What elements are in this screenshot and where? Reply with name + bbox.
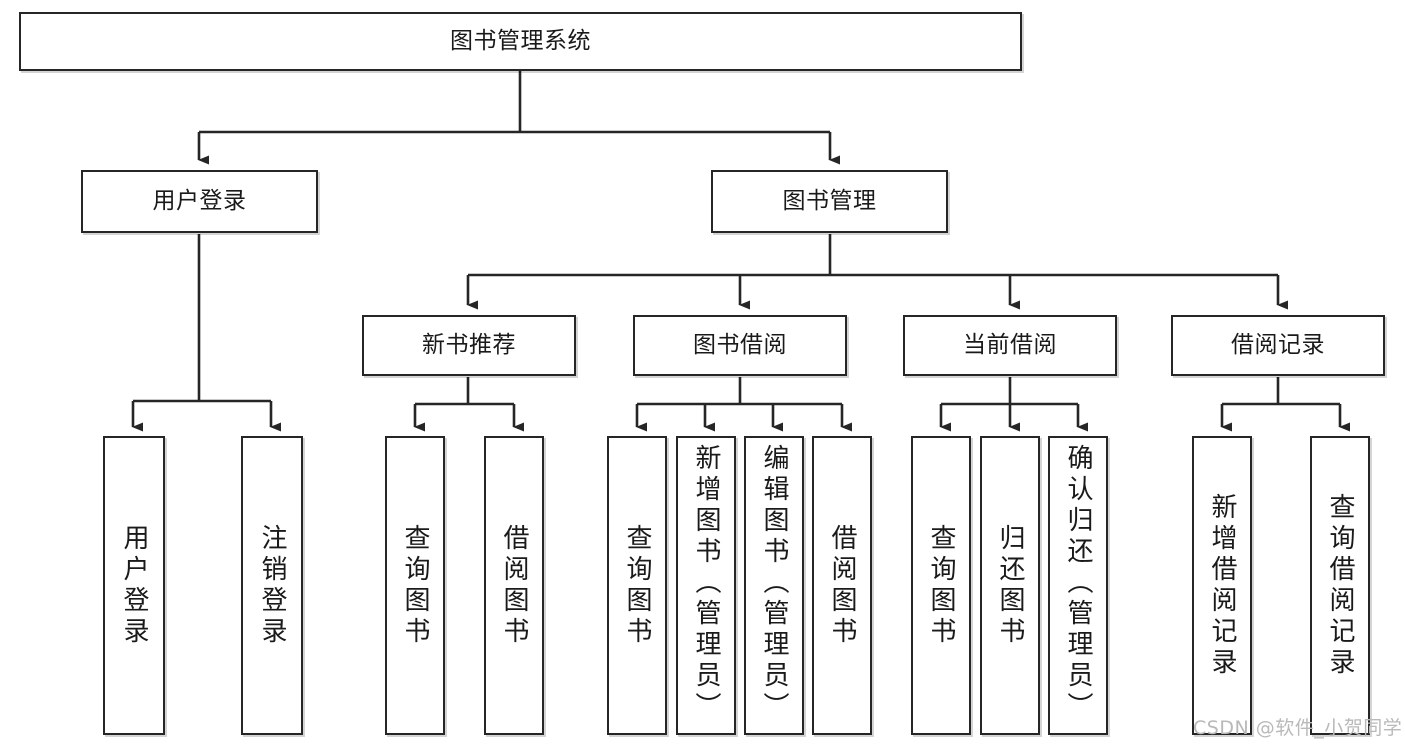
node-label: 确认归还（管理员） xyxy=(1063,444,1093,723)
node-label: 查询图书 xyxy=(400,523,430,648)
node-label: 用户登录 xyxy=(152,187,247,214)
node-label: 查询图书 xyxy=(622,523,652,648)
leaf-query-book-recommend[interactable]: 查询图书 xyxy=(385,436,445,735)
leaf-add-book-admin[interactable]: 新增图书（管理员） xyxy=(676,436,736,735)
node-new-book-recommend[interactable]: 新书推荐 xyxy=(362,315,576,376)
node-user-login[interactable]: 用户登录 xyxy=(81,170,318,233)
leaf-user-login[interactable]: 用户登录 xyxy=(103,436,165,735)
node-label: 新增图书（管理员） xyxy=(691,444,721,723)
node-label: 归还图书 xyxy=(995,523,1025,648)
leaf-borrow-book-recommend[interactable]: 借阅图书 xyxy=(484,436,544,735)
node-borrow-record[interactable]: 借阅记录 xyxy=(1171,315,1385,376)
leaf-add-borrow-record[interactable]: 新增借阅记录 xyxy=(1192,436,1252,735)
leaf-query-book-current[interactable]: 查询图书 xyxy=(911,436,971,735)
node-label: 编辑图书（管理员） xyxy=(759,444,789,723)
node-label: 图书管理 xyxy=(782,187,877,214)
node-label: 图书借阅 xyxy=(693,331,787,358)
node-current-borrow[interactable]: 当前借阅 xyxy=(903,315,1117,376)
leaf-confirm-return-admin[interactable]: 确认归还（管理员） xyxy=(1048,436,1108,735)
node-label: 注销登录 xyxy=(257,523,287,648)
leaf-query-borrow-record[interactable]: 查询借阅记录 xyxy=(1310,436,1370,735)
node-label: 新增借阅记录 xyxy=(1207,492,1237,679)
leaf-borrow-book[interactable]: 借阅图书 xyxy=(812,436,872,735)
node-label: 查询图书 xyxy=(926,523,956,648)
node-label: 新书推荐 xyxy=(422,331,516,358)
leaf-query-book-borrow[interactable]: 查询图书 xyxy=(607,436,667,735)
leaf-return-book[interactable]: 归还图书 xyxy=(980,436,1040,735)
node-label: 用户登录 xyxy=(119,523,149,648)
node-label: 借阅记录 xyxy=(1231,331,1325,358)
node-root[interactable]: 图书管理系统 xyxy=(19,12,1022,71)
node-label: 借阅图书 xyxy=(499,523,529,648)
watermark-text: CSDN @软件_小贺同学 xyxy=(1193,717,1403,739)
leaf-edit-book-admin[interactable]: 编辑图书（管理员） xyxy=(744,436,804,735)
node-label: 查询借阅记录 xyxy=(1325,492,1355,679)
node-book-borrow[interactable]: 图书借阅 xyxy=(633,315,847,376)
node-label: 图书管理系统 xyxy=(450,27,591,54)
leaf-logout[interactable]: 注销登录 xyxy=(241,436,303,735)
node-label: 借阅图书 xyxy=(827,523,857,648)
node-book-management[interactable]: 图书管理 xyxy=(711,170,948,233)
node-label: 当前借阅 xyxy=(963,331,1057,358)
